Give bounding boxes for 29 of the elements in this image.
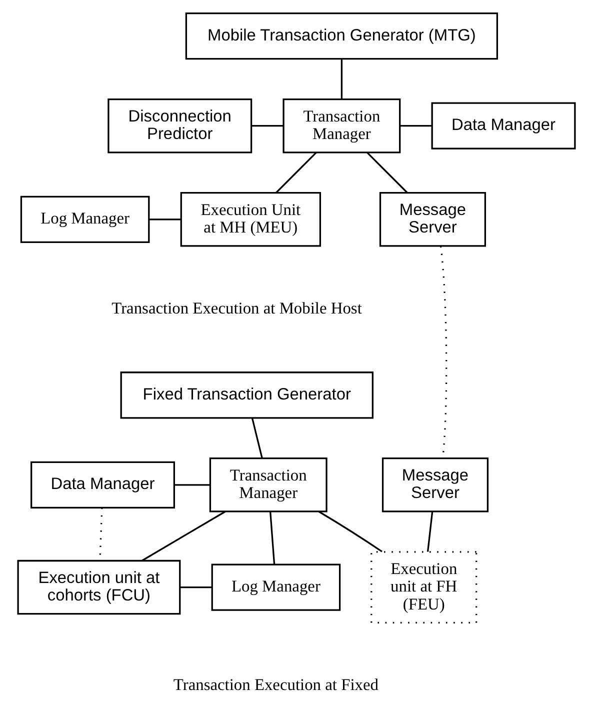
connector xyxy=(276,152,317,194)
node-box: Transaction Manager xyxy=(209,458,328,512)
node-box: Message Server xyxy=(379,192,486,247)
connector xyxy=(251,418,263,458)
node-box: Execution unit at FH (FEU) xyxy=(370,551,478,624)
label: Transaction Execution at Mobile Host xyxy=(112,298,362,318)
node-box: Data Manager xyxy=(431,102,576,150)
connector xyxy=(149,218,181,220)
connector xyxy=(252,125,284,127)
connector xyxy=(270,512,276,565)
node-box: Transaction Manager xyxy=(282,98,401,154)
node-box: Log Manager xyxy=(211,564,341,611)
node-box: Execution unit at cohorts (FCU) xyxy=(17,560,181,615)
node-box: Data Manager xyxy=(30,461,175,508)
connector xyxy=(366,152,408,194)
node-box: Mobile Transaction Generator (MTG) xyxy=(185,12,498,60)
label: Transaction Execution at Fixed xyxy=(173,675,379,694)
connector xyxy=(174,484,210,486)
connector xyxy=(318,510,382,552)
node-box: Disconnection Predictor xyxy=(108,98,252,154)
node-box: Execution Unit at MH (MEU) xyxy=(180,192,322,247)
node-box: Fixed Transaction Generator xyxy=(120,372,374,419)
connector xyxy=(426,512,434,552)
connector xyxy=(180,586,212,588)
connector xyxy=(340,58,343,99)
connector xyxy=(400,125,432,127)
node-box: Log Manager xyxy=(20,196,150,243)
node-box: Message Server xyxy=(382,458,489,512)
connector xyxy=(142,510,226,562)
